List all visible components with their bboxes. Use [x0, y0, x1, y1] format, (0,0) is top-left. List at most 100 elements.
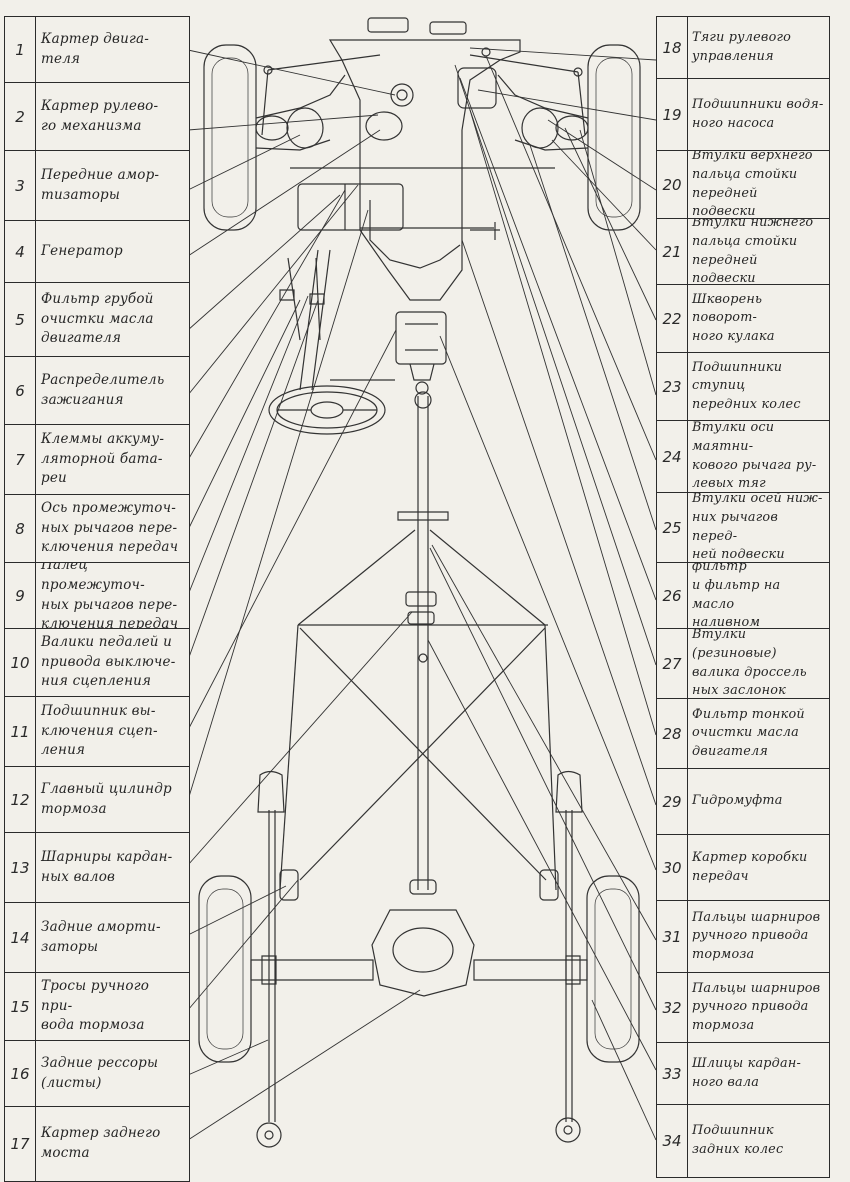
- legend-number: 14: [5, 903, 36, 972]
- legend-label: Шарниры кардан- ных валов: [41, 848, 173, 885]
- legend-number: 31: [657, 901, 688, 972]
- legend-label: Передние амор- тизаторы: [41, 166, 160, 203]
- legend-number: 6: [5, 357, 36, 424]
- legend-label: Картер двига- теля: [41, 30, 150, 67]
- legend-label: Картер рулево- го механизма: [41, 97, 159, 134]
- legend-number: 12: [5, 767, 36, 832]
- legend-number: 27: [657, 629, 688, 698]
- legend-label: Валики педалей и привода выключе- ния сц…: [41, 634, 176, 690]
- legend-label: Фильтр грубой очистки масла двигателя: [41, 291, 154, 347]
- legend-number: 16: [5, 1041, 36, 1106]
- legend-label: Воздушный фильтр и фильтр на масло налив…: [692, 563, 781, 629]
- legend-number: 11: [5, 697, 36, 766]
- legend-label: Клеммы аккуму- ляторной бата- реи: [41, 431, 165, 487]
- legend-label: Подшипники ступиц передних колес: [692, 359, 801, 412]
- legend-label: Втулки осей ниж- них рычагов перед- ней …: [692, 493, 823, 563]
- legend-label: Шкворень поворот- ного кулака: [692, 291, 775, 344]
- legend-label: Генератор: [41, 242, 123, 259]
- legend-number: 22: [657, 285, 688, 352]
- legend-number: 10: [5, 629, 36, 696]
- legend-number: 18: [657, 17, 688, 78]
- legend-number: 26: [657, 563, 688, 628]
- legend-label: Втулки (резиновые) валика дроссель ных з…: [692, 629, 807, 699]
- legend-number: 7: [5, 425, 36, 494]
- legend-label: Картер коробки передач: [692, 849, 808, 884]
- legend-number: 28: [657, 699, 688, 768]
- legend-label: Втулки верхнего пальца стойки передней п…: [692, 151, 813, 219]
- legend-number: 32: [657, 973, 688, 1042]
- legend-label: Главный цилиндр тормоза: [41, 780, 172, 817]
- legend-label: Задние аморти- заторы: [41, 918, 161, 955]
- rear-axle-housing: [372, 910, 474, 996]
- front-left-wheel: [204, 45, 256, 230]
- gearbox-housing: [396, 312, 446, 364]
- legend-label: Втулки нижнего пальца стойки передней по…: [692, 219, 814, 285]
- legend-number: 29: [657, 769, 688, 834]
- legend-label: Палец промежуточ- ных рычагов пере- ключ…: [41, 563, 179, 629]
- front-right-wheel: [588, 45, 640, 230]
- legend-number: 9: [5, 563, 36, 628]
- legend-number: 3: [5, 151, 36, 220]
- legend-label: Задние рессоры (листы): [41, 1054, 159, 1091]
- legend-number: 13: [5, 833, 36, 902]
- legend-number: 33: [657, 1043, 688, 1104]
- legend-label: Тяги рулевого управления: [692, 29, 792, 64]
- legend-number: 25: [657, 493, 688, 562]
- legend-number: 23: [657, 353, 688, 420]
- legend-number: 17: [5, 1107, 36, 1181]
- legend-number: 5: [5, 283, 36, 356]
- legend-number: 2: [5, 83, 36, 150]
- legend-number: 30: [657, 835, 688, 900]
- legend-label: Гидромуфта: [692, 793, 783, 809]
- legend-label: Подшипник вы- ключения сцеп- ления: [41, 703, 158, 759]
- legend-number: 19: [657, 79, 688, 150]
- legend-number: 8: [5, 495, 36, 562]
- legend-number: 20: [657, 151, 688, 218]
- legend-label: Шлицы кардан- ного вала: [692, 1055, 801, 1090]
- legend-label: Фильтр тонкой очистки масла двигателя: [692, 706, 805, 759]
- legend-label: Тросы ручного при- вода тормоза: [41, 978, 150, 1034]
- legend-number: 34: [657, 1105, 688, 1177]
- legend-label: Ось промежуточ- ных рычагов пере- ключен…: [41, 500, 179, 556]
- legend-number: 15: [5, 973, 36, 1040]
- legend-label: Распределитель зажигания: [41, 371, 165, 408]
- legend-label: Подшипники водя- ного насоса: [692, 96, 824, 131]
- legend-label: Картер заднего моста: [41, 1125, 161, 1161]
- legend-label: Пальцы шарниров ручного привода тормоза: [692, 909, 821, 962]
- legend-number: 21: [657, 219, 688, 284]
